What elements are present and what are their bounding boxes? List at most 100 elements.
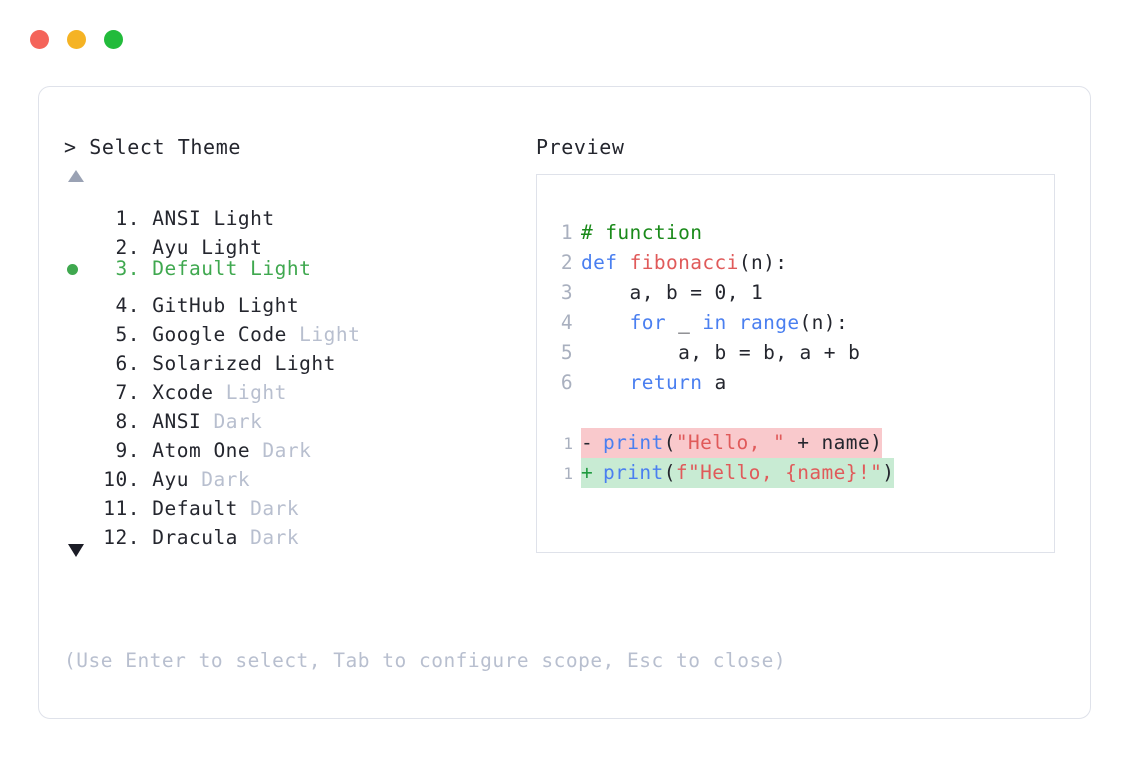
code-token-kw: return [629, 371, 703, 394]
theme-name: ANSI [140, 410, 214, 433]
maximize-dot[interactable] [104, 30, 123, 49]
theme-name: Google Code [140, 323, 300, 346]
theme-variant-badge: Dark [213, 410, 263, 433]
code-text: # function [581, 218, 702, 248]
theme-select-column: > Select Theme 1. ANSI Light 2. Ayu Ligh… [64, 134, 534, 557]
theme-list-item[interactable]: 9. Atom One Dark [64, 428, 534, 462]
code-token-plain: ) [882, 461, 895, 484]
theme-name: Dracula [140, 526, 251, 549]
theme-name: Default [140, 497, 251, 520]
theme-name: Ayu [140, 468, 202, 491]
theme-name: Default [140, 257, 251, 280]
theme-list-item[interactable]: 3. Default Light [64, 254, 534, 283]
theme-index: 2. [103, 236, 140, 259]
code-token-plain: a, b = [581, 281, 715, 304]
code-text: return a [581, 368, 727, 398]
theme-variant-badge: Dark [201, 468, 251, 491]
selection-bullet-cell [64, 341, 94, 370]
theme-index: 12. [103, 526, 140, 549]
code-token-num: 1 [750, 281, 764, 304]
selection-bullet-cell [64, 283, 94, 312]
code-token-str: "Hello, " [675, 431, 786, 454]
code-line: 4 for _ in range(n): [537, 308, 1054, 338]
theme-list: 1. ANSI Light 2. Ayu Light 3. Default Li… [64, 196, 534, 549]
theme-index: 7. [103, 381, 140, 404]
code-token-plain: ( [663, 461, 676, 484]
theme-picker-panel: > Select Theme 1. ANSI Light 2. Ayu Ligh… [38, 86, 1091, 719]
selection-bullet-cell [64, 457, 94, 486]
code-token-plain: (n): [738, 251, 788, 274]
theme-list-item[interactable]: 4. GitHub Light [64, 283, 534, 317]
keyboard-hint: (Use Enter to select, Tab to configure s… [64, 649, 787, 672]
code-spacer [537, 398, 1054, 428]
theme-variant-badge: Light [213, 207, 275, 230]
theme-index: 6. [103, 352, 140, 375]
diff-line-del: 1- print("Hello, " + name) [537, 428, 1054, 458]
theme-index: 11. [103, 497, 140, 520]
diff-block: 1- print("Hello, " + name)1+ print(f"Hel… [537, 428, 1054, 488]
code-token-kw: print [603, 431, 664, 454]
theme-list-item[interactable]: 1. ANSI Light [64, 196, 534, 230]
minimize-dot[interactable] [67, 30, 86, 49]
line-number: 3 [560, 281, 573, 304]
scroll-up-arrow-icon[interactable] [68, 170, 84, 182]
code-token-plain [581, 311, 630, 334]
scroll-down-arrow-icon[interactable] [68, 544, 84, 557]
selection-bullet-cell [64, 486, 94, 515]
code-token-plain: ( [663, 431, 676, 454]
diff-sign: - [581, 431, 606, 454]
code-token-plain: a [702, 371, 727, 394]
theme-name: Xcode [140, 381, 226, 404]
diff-line-body: - print("Hello, " + name) [581, 428, 883, 458]
theme-index: 3. [103, 257, 140, 280]
selection-bullet-cell [64, 370, 94, 399]
code-text: def fibonacci(n): [581, 248, 787, 278]
code-token-plain [727, 311, 739, 334]
diff-line-add: 1+ print(f"Hello, {name}!") [537, 458, 1054, 488]
code-text: for _ in range(n): [581, 308, 848, 338]
theme-index: 10. [103, 468, 140, 491]
panel-columns: > Select Theme 1. ANSI Light 2. Ayu Ligh… [39, 87, 1090, 718]
theme-index: 5. [103, 323, 140, 346]
preview-title: Preview [536, 135, 625, 159]
code-token-plain [581, 371, 630, 394]
theme-name: Solarized [140, 352, 275, 375]
code-token-str: f"Hello, {name}!" [675, 461, 883, 484]
selection-bullet-cell [64, 515, 94, 544]
selection-bullet-cell [64, 399, 94, 428]
selection-bullet-cell [64, 225, 94, 254]
code-token-kw: for [629, 311, 666, 334]
code-line: 3 a, b = 0, 1 [537, 278, 1054, 308]
code-token-fn: fibonacci [629, 251, 739, 274]
code-token-num: 0 [714, 281, 727, 304]
page-title: > Select Theme [64, 135, 241, 159]
code-line: 5 a, b = b, a + b [537, 338, 1054, 368]
close-dot[interactable] [30, 30, 49, 49]
code-token-plain: _ [665, 311, 703, 334]
theme-list-item[interactable]: 5. Google Code Light [64, 312, 534, 346]
theme-list-item[interactable]: 2. Ayu Light [64, 225, 534, 259]
code-text: a, b = 0, 1 [581, 278, 763, 308]
theme-list-item[interactable]: 7. Xcode Light [64, 370, 534, 404]
line-number: 2 [560, 251, 573, 274]
theme-index: 4. [103, 294, 140, 317]
theme-list-item[interactable]: 6. Solarized Light [64, 341, 534, 375]
code-token-kw: range [738, 311, 800, 334]
theme-index: 9. [103, 439, 140, 462]
code-text: print(f"Hello, {name}!") [603, 458, 894, 488]
code-text: print("Hello, " + name) [603, 428, 882, 458]
line-number: 6 [560, 371, 573, 394]
theme-list-item[interactable]: 8. ANSI Dark [64, 399, 534, 433]
theme-list-item[interactable]: 10. Ayu Dark [64, 457, 534, 491]
theme-variant-badge: Light [274, 352, 336, 375]
theme-list-item[interactable]: 11. Default Dark [64, 486, 534, 520]
code-token-kw: def [581, 251, 630, 274]
code-line: 6 return a [537, 368, 1054, 398]
theme-list-item[interactable]: 12. Dracula Dark [64, 515, 534, 549]
code-token-kw: in [702, 311, 727, 334]
selection-bullet-cell [64, 428, 94, 457]
theme-variant-badge: Light [225, 381, 287, 404]
